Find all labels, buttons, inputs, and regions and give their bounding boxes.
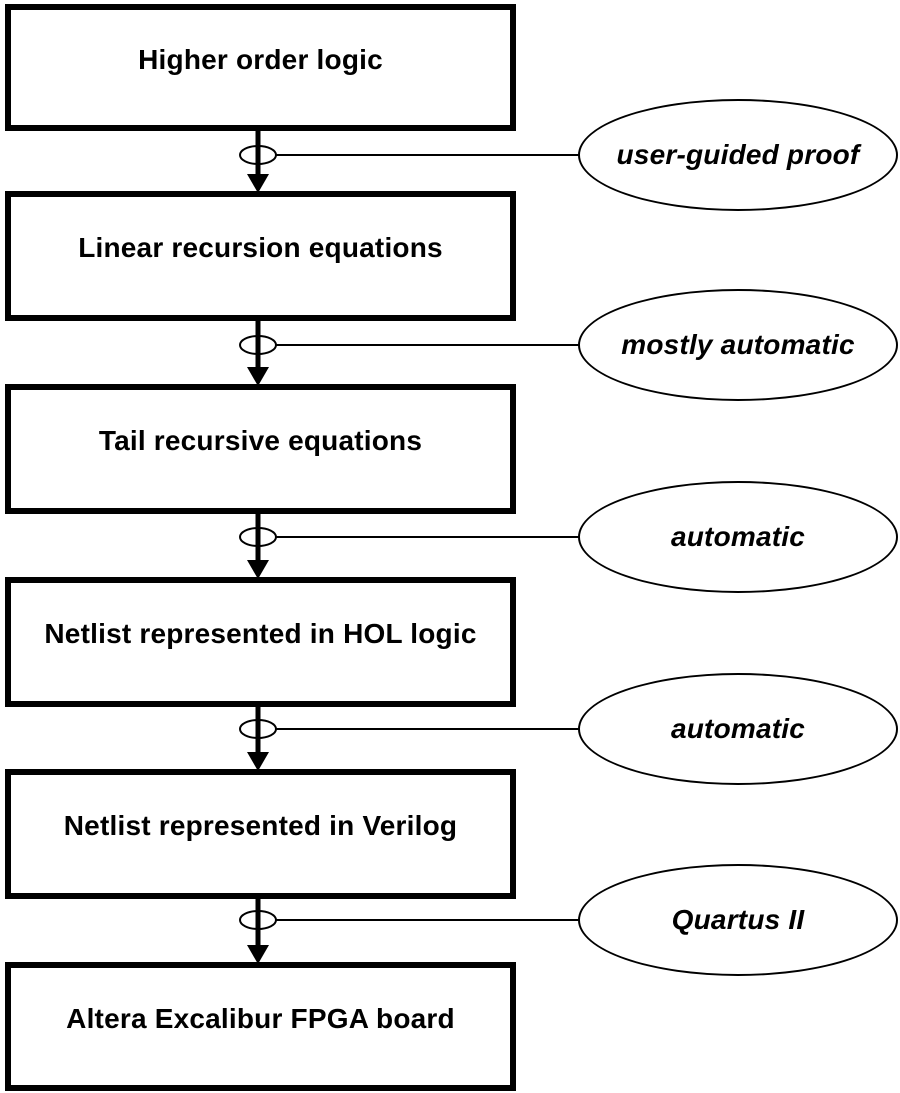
- stage-box-label: Netlist represented in HOL logic: [44, 618, 477, 649]
- flow-connector: [239, 514, 584, 579]
- transition-oval-label: automatic: [670, 713, 806, 744]
- stage-box-netlist-verilog: Netlist represented in Verilog: [5, 769, 516, 899]
- transition-oval-label: automatic: [670, 521, 806, 552]
- down-arrow-icon: [247, 367, 269, 386]
- transition-oval-quartus-ii: Quartus II: [578, 864, 898, 976]
- flow-connector: [239, 321, 584, 386]
- transition-oval-user-guided-proof: user-guided proof: [578, 99, 898, 211]
- transition-oval-label: Quartus II: [671, 904, 805, 935]
- stage-box-netlist-hol-logic: Netlist represented in HOL logic: [5, 577, 516, 707]
- transition-oval-automatic-2: automatic: [578, 673, 898, 785]
- down-arrow-icon: [247, 560, 269, 579]
- down-arrow-icon: [247, 174, 269, 193]
- stage-box-label: Linear recursion equations: [78, 232, 443, 263]
- stage-box-higher-order-logic: Higher order logic: [5, 4, 516, 131]
- down-arrow-icon: [247, 752, 269, 771]
- flow-connector: [239, 131, 584, 193]
- stage-box-tail-recursive-equations: Tail recursive equations: [5, 384, 516, 514]
- stage-box-label: Tail recursive equations: [98, 425, 423, 456]
- stage-box-label: Altera Excalibur FPGA board: [66, 1002, 455, 1034]
- stage-box-label: Higher order logic: [138, 43, 383, 75]
- flow-connector: [239, 707, 584, 771]
- stage-box-linear-recursion-equations: Linear recursion equations: [5, 191, 516, 321]
- flow-connector: [239, 899, 584, 964]
- transition-oval-mostly-automatic: mostly automatic: [578, 289, 898, 401]
- transition-oval-automatic-1: automatic: [578, 481, 898, 593]
- stage-box-altera-excalibur-fpga-board: Altera Excalibur FPGA board: [5, 962, 516, 1091]
- transition-oval-label: user-guided proof: [616, 139, 860, 170]
- stage-box-label: Netlist represented in Verilog: [63, 810, 458, 841]
- transition-oval-label: mostly automatic: [621, 329, 855, 360]
- down-arrow-icon: [247, 945, 269, 964]
